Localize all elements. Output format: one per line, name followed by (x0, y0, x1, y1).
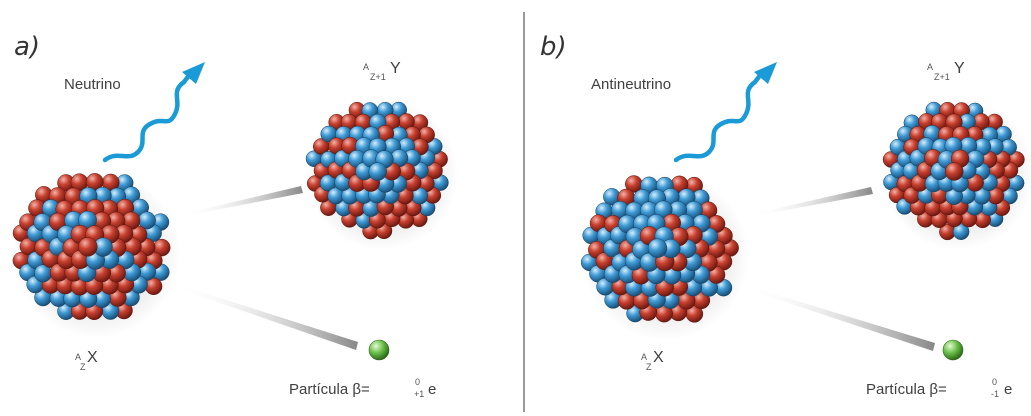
trail-to-beta-b (743, 285, 935, 351)
panel-divider (523, 12, 525, 412)
parent-nucleus-b (580, 172, 749, 340)
beta-charge-b: -1 (991, 389, 1000, 399)
parent-symbol-b: X (653, 349, 664, 366)
beta-particle-a (368, 339, 390, 361)
antineutrino-arrow-head (754, 62, 777, 84)
antineutrino-label: Antineutrino (591, 76, 672, 93)
neutrino-arrow-head (182, 62, 205, 84)
beta-mass-b: 0 (992, 377, 998, 387)
beta-particle-b (942, 339, 964, 361)
proton-sphere (78, 237, 98, 257)
antineutrino-wave-arrow (673, 71, 764, 163)
panel-label-a: a) (14, 32, 41, 62)
neutrino-label: Neutrino (64, 76, 121, 93)
beta-symbol-a: e (428, 381, 437, 398)
trail-to-beta-a (174, 284, 358, 350)
daughter-mass-number-b: A (927, 62, 934, 72)
beta-label-b: Partícula β= (866, 381, 947, 398)
daughter-mass-number-a: A (363, 62, 370, 72)
neutrino-wave-arrow (102, 71, 193, 163)
trail-to-daughter-b (752, 187, 873, 216)
beta-label-a: Partícula β= (289, 381, 370, 398)
daughter-atomic-number-a: Z+1 (370, 72, 386, 82)
daughter-atomic-number-b: Z+1 (934, 72, 950, 82)
parent-symbol-a: X (87, 349, 98, 366)
parent-atomic-number-b: Z (646, 362, 652, 372)
neutron-sphere (368, 162, 387, 181)
neutron-sphere (952, 223, 970, 240)
parent-mass-number-b: A (641, 352, 648, 362)
panel-label-b: b) (540, 32, 567, 62)
proton-sphere (945, 162, 964, 181)
parent-nucleus-a (12, 170, 180, 338)
beta-charge-a: +1 (414, 389, 425, 399)
beta-mass-a: 0 (415, 377, 421, 387)
neutron-sphere (647, 238, 668, 258)
beta-symbol-b: e (1004, 381, 1013, 398)
daughter-symbol-b: Y (954, 60, 965, 77)
daughter-nucleus-b (882, 98, 1031, 250)
daughter-nucleus-a (305, 98, 458, 250)
parent-mass-number-a: A (75, 352, 82, 362)
parent-atomic-number-a: Z (80, 362, 86, 372)
trail-to-daughter-a (183, 186, 303, 216)
daughter-symbol-a: Y (390, 60, 401, 77)
